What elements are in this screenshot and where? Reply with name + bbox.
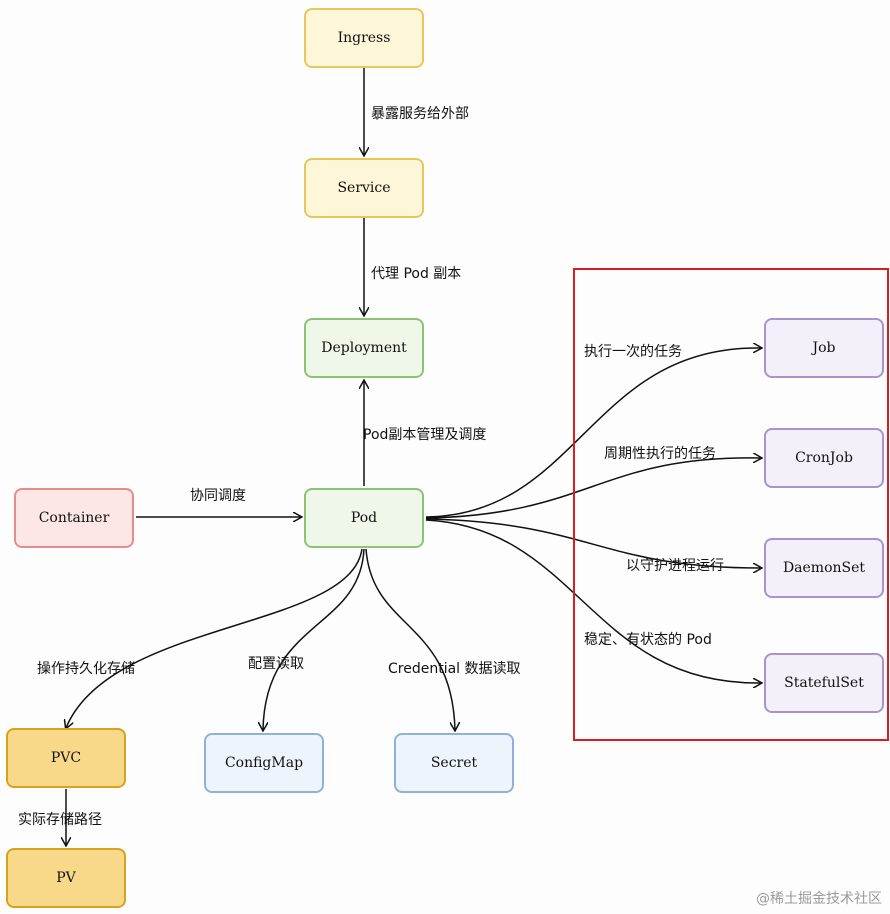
label-pod-secret: Credential 数据读取 (388, 661, 521, 677)
label-pod-pvc: 操作持久化存储 (37, 661, 135, 677)
node-pv[interactable]: PV (6, 848, 126, 908)
node-ingress[interactable]: Ingress (304, 8, 424, 68)
node-daemonset[interactable]: DaemonSet (764, 538, 884, 598)
label-pod-daemonset: 以守护进程运行 (626, 558, 724, 574)
edge-pod-statefulset (425, 519, 761, 683)
node-pvc[interactable]: PVC (6, 728, 126, 788)
workload-highlight-box (573, 268, 889, 741)
label-pvc-pv: 实际存储路径 (18, 812, 102, 828)
node-pod[interactable]: Pod (304, 488, 424, 548)
node-container[interactable]: Container (14, 488, 134, 548)
node-configmap[interactable]: ConfigMap (204, 733, 324, 793)
label-pod-cronjob: 周期性执行的任务 (604, 446, 716, 462)
label-pod-statefulset: 稳定、有状态的 Pod (584, 632, 712, 648)
watermark: @稀土掘金技术社区 (756, 891, 882, 907)
node-cronjob[interactable]: CronJob (764, 428, 884, 488)
label-container-pod: 协同调度 (190, 488, 246, 504)
edge-pod-secret (365, 548, 455, 730)
node-deployment[interactable]: Deployment (304, 318, 424, 378)
node-job[interactable]: Job (764, 318, 884, 378)
edge-pod-daemonset (425, 518, 761, 568)
label-pod-job: 执行一次的任务 (584, 344, 682, 360)
edge-pod-configmap (263, 548, 365, 730)
node-service[interactable]: Service (304, 158, 424, 218)
node-statefulset[interactable]: StatefulSet (764, 653, 884, 713)
edge-pod-pvc (66, 548, 363, 728)
label-service-deployment: 代理 Pod 副本 (371, 266, 462, 282)
edge-pod-cronjob (425, 458, 761, 519)
label-ingress-service: 暴露服务给外部 (371, 106, 469, 122)
label-pod-configmap: 配置读取 (248, 656, 304, 672)
edge-pod-job (425, 348, 761, 518)
label-pod-deployment: Pod副本管理及调度 (363, 427, 487, 443)
node-secret[interactable]: Secret (394, 733, 514, 793)
